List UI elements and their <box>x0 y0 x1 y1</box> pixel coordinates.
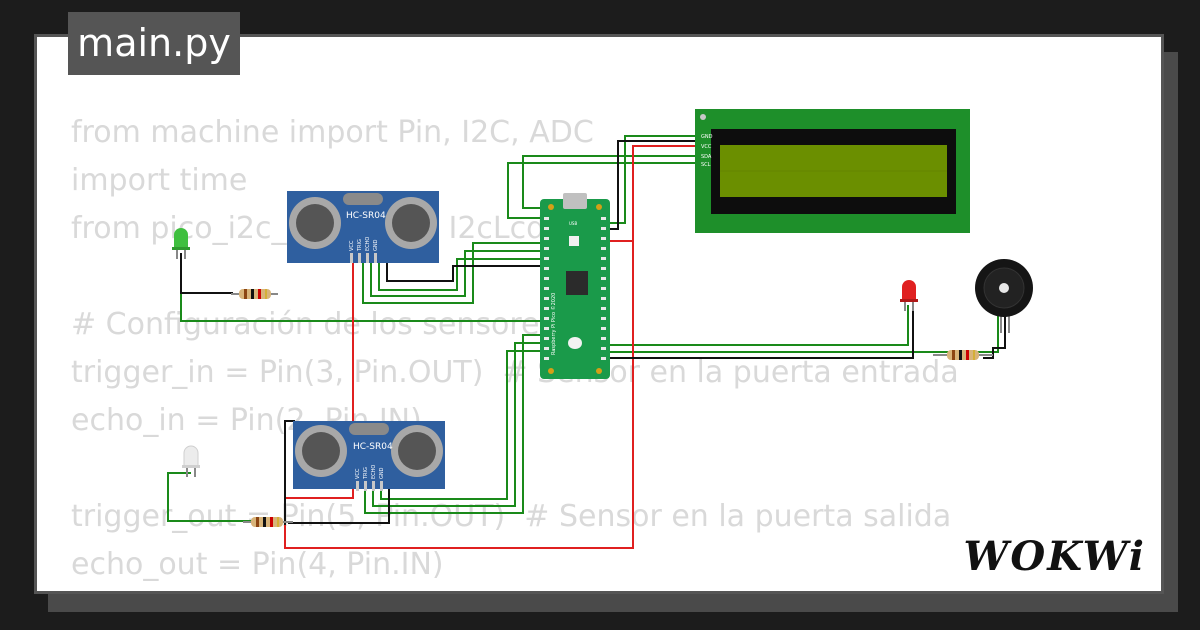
code-line: echo_out = Pin(4, Pin.IN) <box>71 547 444 582</box>
lcd-pin-label: SDA <box>701 154 712 160</box>
sensor-pin-label: GND <box>373 239 379 251</box>
wire-green <box>362 242 548 304</box>
wire-green <box>364 334 548 514</box>
resistor <box>231 289 278 299</box>
led-red <box>900 280 918 311</box>
circuit-diagram: GND VCC SDA SCL <box>167 109 1033 549</box>
file-tab[interactable]: main.py <box>68 12 240 75</box>
ultrasonic-sensor-top: HC-SR04 VCC TRIG ECHO GND <box>287 191 439 263</box>
wire-green <box>603 135 698 224</box>
wire-black <box>288 488 390 524</box>
sensor-pin-label: TRIG <box>363 467 369 480</box>
wokwi-logo: WOKWi <box>963 533 1146 580</box>
wire-green <box>370 250 548 297</box>
resistor <box>933 350 993 360</box>
wire-red <box>285 261 354 499</box>
wire-green <box>180 253 548 322</box>
wire-black <box>180 253 233 294</box>
buzzer <box>975 259 1033 333</box>
raspberry-icon <box>568 337 582 349</box>
sensor-pin-label: ECHO <box>365 237 371 251</box>
lcd-display: GND VCC SDA SCL <box>695 109 970 233</box>
sensor-label: HC-SR04 <box>346 211 386 221</box>
led-white <box>182 445 200 477</box>
wire-black <box>603 140 698 230</box>
code-line: from machine import Pin, I2C, ADC <box>71 115 594 150</box>
wire-black <box>603 305 914 359</box>
sensor-label: HC-SR04 <box>353 442 393 452</box>
pico-label: Raspberry Pi Pico ©2020 <box>550 293 557 355</box>
sensor-pin-label: ECHO <box>371 465 377 479</box>
code-line: import time <box>71 163 248 198</box>
pico-usb-label: USB <box>569 221 577 226</box>
code-line: # Configuración de los sensores <box>71 307 556 342</box>
sensor-pin-label: VCC <box>355 468 361 479</box>
wire-green <box>507 162 698 219</box>
wire-green <box>603 305 909 346</box>
code-line: trigger_out = Pin(5, Pin.OUT) # Sensor e… <box>71 499 952 534</box>
wire-green <box>603 313 999 353</box>
preview-card: from machine import Pin, I2C, ADC import… <box>34 34 1164 594</box>
wire-black <box>284 420 295 525</box>
sensor-pin-label: TRIG <box>357 239 363 252</box>
wire-red <box>608 145 698 242</box>
raspberry-pi-pico: USB Raspberry Pi Pico ©2020 <box>540 193 610 379</box>
wire-green <box>380 350 548 500</box>
lcd-pin-label: VCC <box>701 144 712 150</box>
wire-green <box>167 472 253 522</box>
ultrasonic-sensor-bottom: HC-SR04 VCC TRIG ECHO GND <box>293 421 445 491</box>
wire-black <box>983 313 1006 359</box>
sensor-pin-label: VCC <box>349 240 355 251</box>
led-green <box>172 228 190 259</box>
sensor-pin-label: GND <box>379 467 385 479</box>
lcd-pin-label: GND <box>701 134 713 140</box>
wire-green <box>378 258 548 291</box>
code-background: from machine import Pin, I2C, ADC import… <box>71 109 959 589</box>
wire-green <box>522 155 698 209</box>
wire-black <box>386 261 548 282</box>
wire-green <box>372 342 548 507</box>
wires <box>167 135 1006 549</box>
resistor <box>243 517 293 527</box>
lcd-pin-label: SCL <box>701 162 711 168</box>
